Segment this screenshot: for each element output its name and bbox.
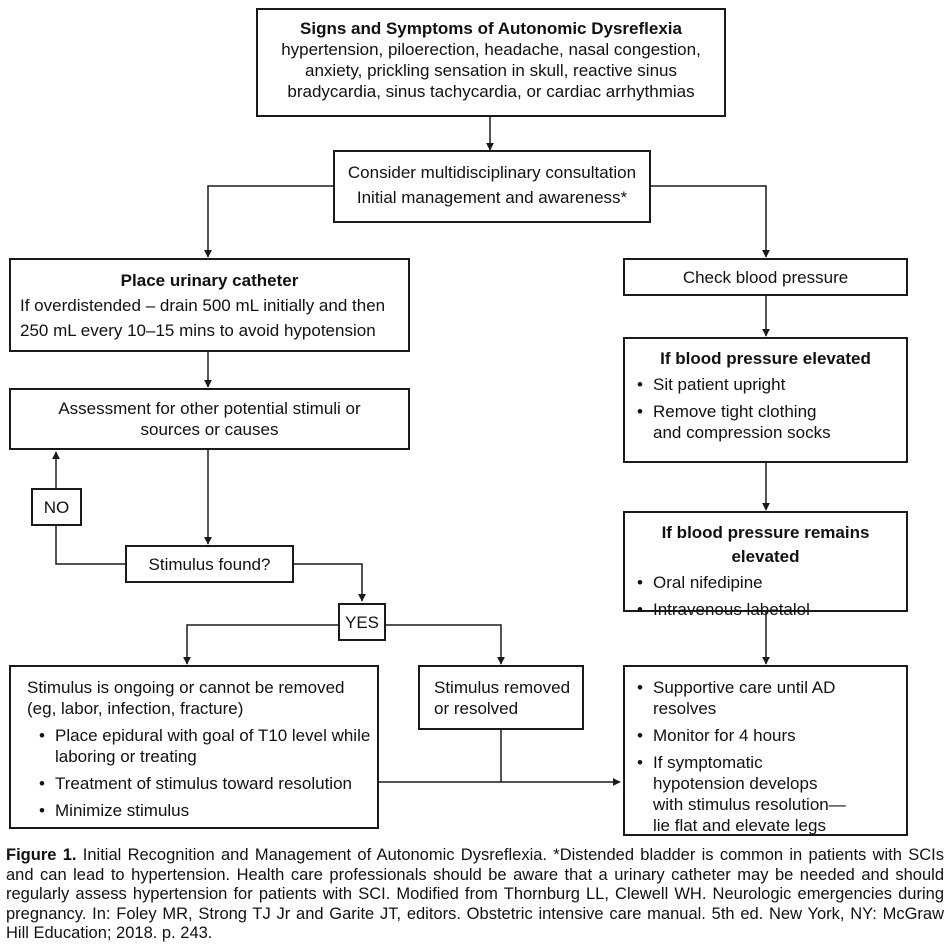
ongoing-line: (eg, labor, infection, fracture) — [27, 699, 244, 718]
list-item: Monitor for 4 hours — [631, 725, 900, 746]
no-label-box: NO — [31, 488, 82, 526]
arrow-yes-to-removed — [386, 624, 505, 665]
catheter-title: Place urinary catheter — [120, 271, 299, 290]
bp-remains-box: If blood pressure remains elevated Oral … — [623, 511, 908, 620]
check-bp-label: Check blood pressure — [682, 268, 849, 287]
stimulus-found-label: Stimulus found? — [148, 555, 271, 574]
bp-elevated-box: If blood pressure elevated Sit patient u… — [623, 337, 908, 463]
signs-title: Signs and Symptoms of Autonomic Dysrefle… — [300, 19, 682, 38]
no-label: NO — [43, 498, 70, 517]
signs-symptoms-box: Signs and Symptoms of Autonomic Dysrefle… — [256, 8, 726, 117]
signs-line: anxiety, prickling sensation in skull, r… — [305, 61, 677, 80]
ongoing-list: Place epidural with goal of T10 level wh… — [33, 725, 371, 821]
arrow-yes-to-ongoing — [183, 624, 338, 665]
stimulus-removed-box: Stimulus removed or resolved — [418, 665, 584, 730]
ongoing-line: Stimulus is ongoing or cannot be removed — [27, 678, 345, 697]
signs-line: bradycardia, sinus tachycardia, or cardi… — [287, 82, 695, 101]
caption-label: Figure 1. — [6, 846, 77, 864]
list-item: Place epidural with goal of T10 level wh… — [33, 725, 371, 767]
list-item: Supportive care until AD resolves — [631, 677, 900, 719]
consultation-box: Consider multidisciplinary consultation … — [333, 150, 651, 223]
figure-caption: Figure 1. Initial Recognition and Manage… — [6, 846, 944, 944]
list-item: Remove tight clothing and compression so… — [631, 401, 900, 443]
yes-label: YES — [344, 613, 380, 632]
supportive-care-box: Supportive care until AD resolves Monito… — [623, 665, 908, 836]
line-stimulus-to-no — [55, 526, 125, 565]
yes-label-box: YES — [338, 603, 386, 641]
stimulus-found-box: Stimulus found? — [125, 545, 294, 583]
check-bp-box: Check blood pressure — [623, 258, 908, 296]
catheter-line: If overdistended – drain 500 mL initiall… — [20, 296, 386, 315]
list-item: Treatment of stimulus toward resolution — [33, 773, 371, 794]
removed-line: Stimulus removed — [434, 678, 571, 697]
arrow-consult-to-checkbp — [651, 185, 770, 258]
arrow-consult-to-catheter — [204, 185, 333, 258]
bp-elevated-list: Sit patient upright Remove tight clothin… — [631, 374, 900, 443]
arrow-stimulus-to-yes — [294, 563, 366, 602]
assessment-line: Assessment for other potential stimuli o… — [58, 399, 361, 418]
bp-remains-list: Oral nifedipine Intravenous labetalol — [631, 572, 900, 620]
signs-line: hypertension, piloerection, headache, na… — [281, 40, 701, 59]
list-item: Oral nifedipine — [631, 572, 900, 593]
removed-line: or resolved — [434, 699, 519, 718]
consult-line-2: Initial management and awareness* — [356, 188, 628, 207]
catheter-line: 250 mL every 10–15 mins to avoid hypoten… — [20, 321, 376, 340]
consult-line-1: Consider multidisciplinary consultation — [347, 163, 637, 182]
list-item: Sit patient upright — [631, 374, 900, 395]
list-item: Minimize stimulus — [33, 800, 371, 821]
list-item: Intravenous labetalol — [631, 599, 900, 620]
bp-elevated-title: If blood pressure elevated — [660, 349, 871, 368]
assessment-line: sources or causes — [140, 420, 279, 439]
supportive-list: Supportive care until AD resolves Monito… — [631, 677, 900, 836]
stimulus-ongoing-box: Stimulus is ongoing or cannot be removed… — [9, 665, 379, 829]
flowchart-connectors — [52, 117, 770, 786]
caption-text: Initial Recognition and Management of Au… — [6, 846, 944, 942]
bp-remains-title: If blood pressure remains elevated — [661, 523, 870, 566]
urinary-catheter-box: Place urinary catheter If overdistended … — [9, 258, 410, 352]
assessment-box: Assessment for other potential stimuli o… — [9, 388, 410, 450]
list-item: If symptomatic hypotension develops with… — [631, 752, 900, 836]
